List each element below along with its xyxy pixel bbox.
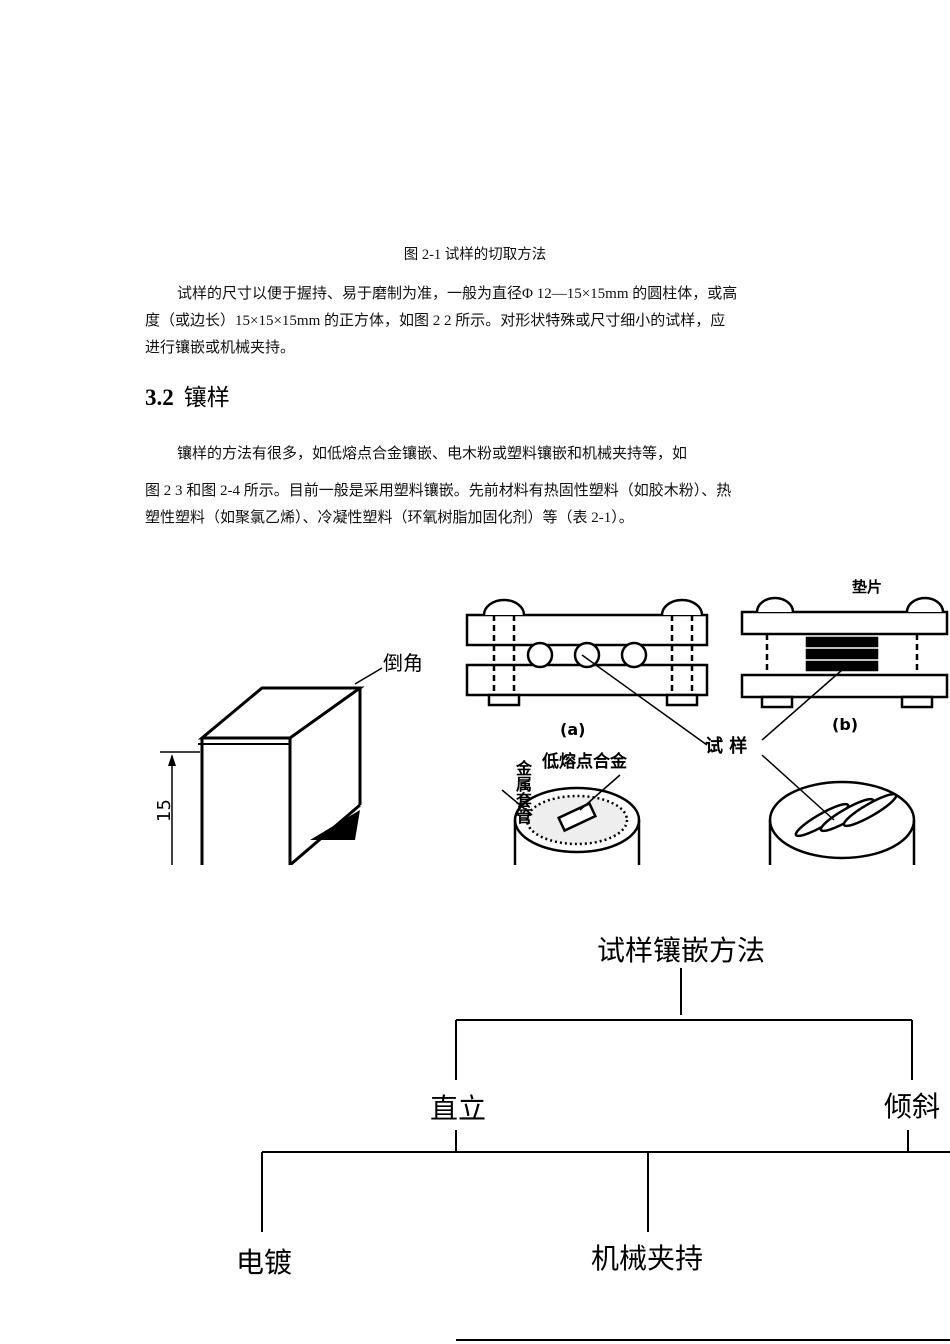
paragraph-line: 进行镶嵌或机械夹持。 xyxy=(145,340,296,356)
label-dimension: 15 xyxy=(154,799,175,822)
paragraph-mounting-cont: 图 2 3 和图 2-4 所示。目前一般是采用塑料镶嵌。先前材料有热固性塑料（如… xyxy=(145,478,810,532)
label-low-melting-alloy: 低熔点合金 xyxy=(541,751,628,772)
label-a: (a) xyxy=(560,720,585,739)
paragraph-specimen-size: 试样的尺寸以便于握持、易于磨制为准，一般为直径Φ 12—15×15mm 的圆柱体… xyxy=(145,281,810,362)
paragraph-line: 塑性塑料（如聚氯乙烯）、冷凝性塑料（环氧树脂加固化剂）等（表 2-1）。 xyxy=(145,510,634,526)
section-title: 镶样 xyxy=(183,385,230,410)
tree-level1-right: 倾斜 xyxy=(884,1090,940,1123)
figure-mounting-tree: 试样镶嵌方法 直立 倾斜 电镀 机械夹持 xyxy=(236,934,950,1341)
tree-root: 试样镶嵌方法 xyxy=(597,934,765,967)
section-heading: 3.2 镶样 xyxy=(145,378,230,412)
paragraph-mounting: 镶样的方法有很多，如低熔点合金镶嵌、电木粉或塑料镶嵌和机械夹持等，如 xyxy=(145,441,810,468)
label-b: (b) xyxy=(832,715,858,734)
label-chamfer: 倒角 xyxy=(383,651,423,675)
figure-mounting-methods: (a) (b) 试 样 低熔点合金 垫片 金属套管 xyxy=(465,578,949,865)
label-top-cut: 垫片 xyxy=(852,578,882,596)
tree-level2-left: 电镀 xyxy=(236,1246,292,1279)
figure-specimen-cube: 倒角 15 xyxy=(154,651,423,865)
figure-caption: 图 2-1 试样的切取方法 xyxy=(403,247,547,263)
paragraph-line: 镶样的方法有很多，如低熔点合金镶嵌、电木粉或塑料镶嵌和机械夹持等，如 xyxy=(177,446,688,462)
tree-level2-mid: 机械夹持 xyxy=(591,1242,703,1275)
paragraph-line: 度（或边长）15×15×15mm 的正方体，如图 2 2 所示。对形状特殊或尺寸… xyxy=(145,313,726,329)
section-number: 3.2 xyxy=(145,385,174,410)
label-sample: 试 样 xyxy=(705,735,747,757)
paragraph-line: 图 2 3 和图 2-4 所示。目前一般是采用塑料镶嵌。先前材料有热固性塑料（如… xyxy=(145,483,732,499)
tree-level1-left: 直立 xyxy=(430,1092,486,1125)
paragraph-line: 试样的尺寸以便于握持、易于磨制为准，一般为直径Φ 12—15×15mm 的圆柱体… xyxy=(177,286,738,302)
